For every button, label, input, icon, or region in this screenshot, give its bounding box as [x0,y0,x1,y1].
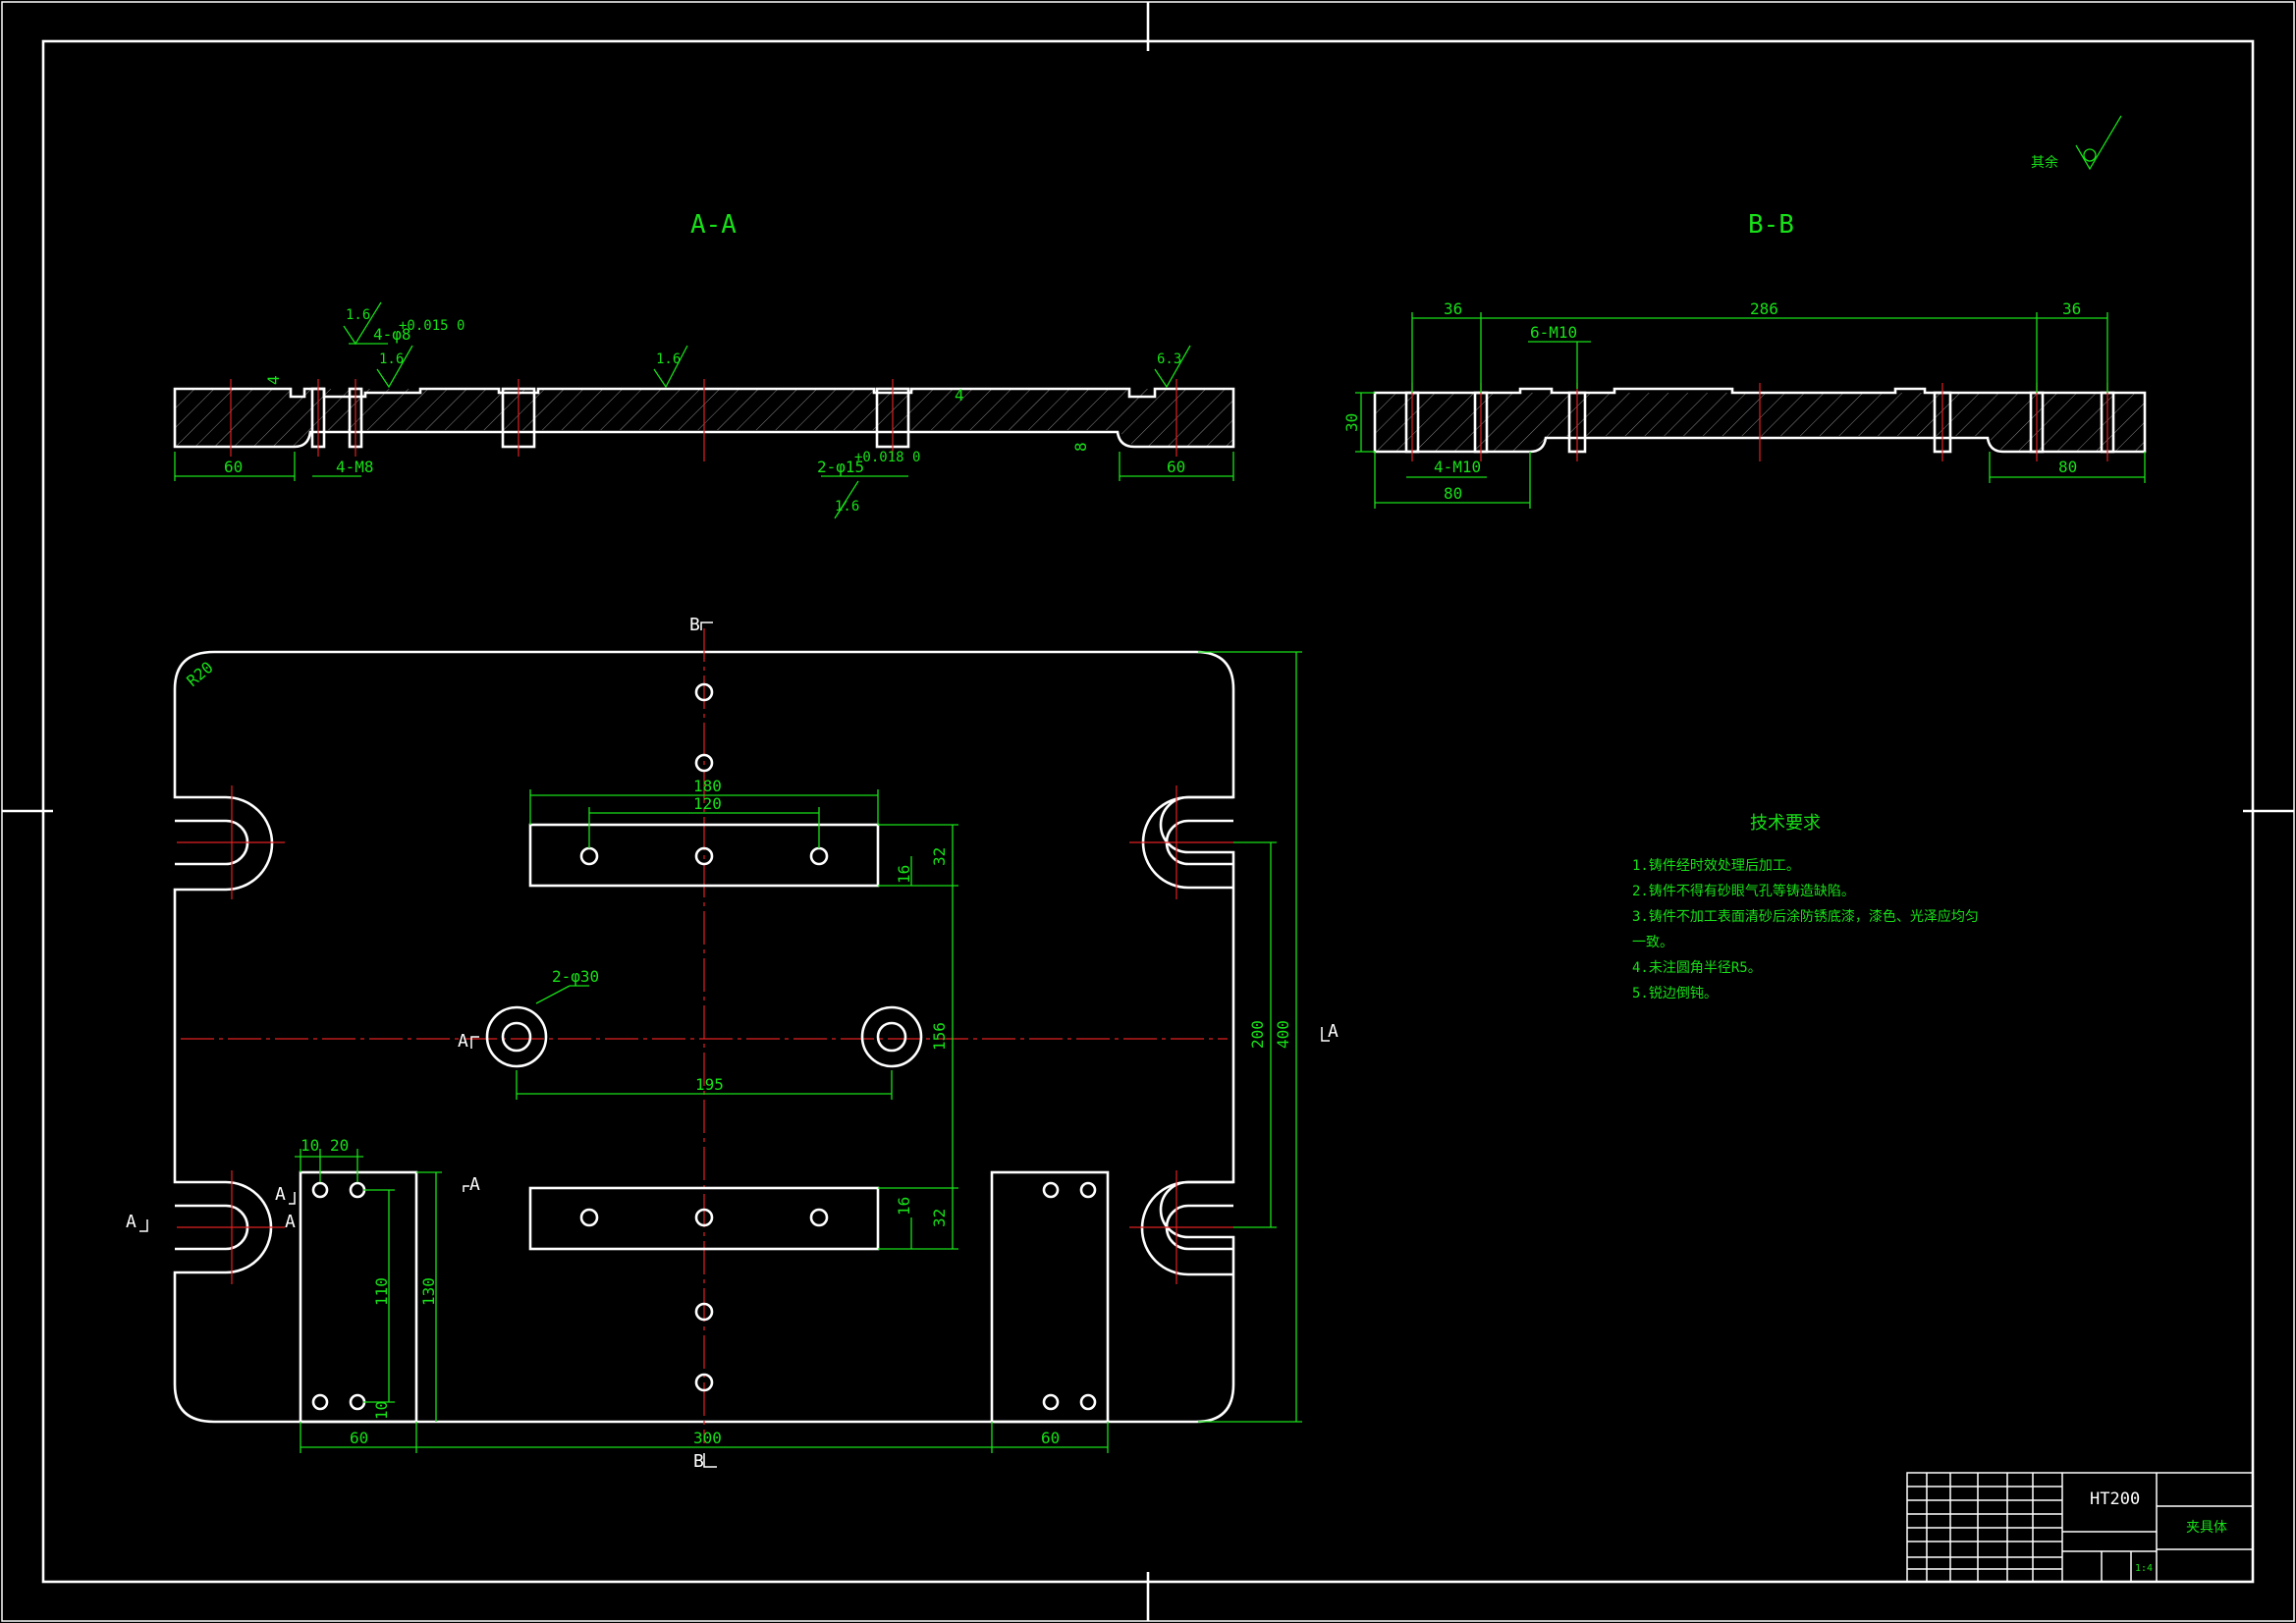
general-roughness-symbol: 其余 [2031,115,2122,171]
dim-bb-36-right: 36 [2062,299,2081,318]
title-scale: 1:4 [2135,1563,2153,1574]
dim-180: 180 [693,777,722,795]
dim-aa-pin-tol: +0.015 0 [399,318,465,334]
dim-60-left: 60 [350,1429,368,1447]
marker-b-bottom: B [693,1451,704,1472]
marker-a-right: A [1328,1021,1339,1042]
dim-195: 195 [695,1075,724,1094]
dim-aa-pin-hole: 4-φ8 [373,325,411,344]
dim-20: 20 [330,1136,349,1155]
dim-aa-left-60: 60 [224,458,243,476]
dim-300: 300 [693,1429,722,1447]
dim-aa-2phi15: 2-φ15 [817,458,864,476]
dim-130: 130 [419,1277,438,1306]
title-material: HT200 [2090,1489,2140,1509]
dim-bb-80-right: 80 [2058,458,2077,476]
dim-aa-depth-4b: 4 [955,386,964,405]
dim-200: 200 [1248,1020,1267,1049]
title-part-name: 夹具体 [2186,1520,2227,1536]
marker-a-block: A [275,1184,286,1205]
dim-60-right: 60 [1041,1429,1060,1447]
title-block: HT200 夹具体 1:4 [1906,1472,2254,1583]
roughness-aa-3: 1.6 [656,352,681,367]
tech-req-3: 3.铸件不加工表面清砂后涂防锈底漆，漆色、光泽应均匀 [1632,908,1979,925]
dim-120: 120 [693,794,722,813]
section-bb-title: B-B [1748,210,1794,240]
dim-32-top: 32 [930,847,949,866]
dim-aa-right-60: 60 [1167,458,1185,476]
roughness-general-label: 其余 [2031,154,2058,171]
dim-16-top: 16 [895,865,913,884]
tech-req-1: 1.铸件经时效处理后加工。 [1632,858,1800,874]
tech-req-3b: 一致。 [1632,935,1673,950]
dim-400: 400 [1274,1020,1292,1049]
dim-aa-bore-tol: +0.018 0 [854,450,920,465]
dim-aa-depth-4: 4 [264,375,283,385]
dim-bb-30: 30 [1342,413,1361,432]
tech-req-title: 技术要求 [1750,813,1821,834]
dim-r20: R20 [183,658,216,690]
dim-10: 10 [301,1136,319,1155]
dim-bb-286: 286 [1750,299,1778,318]
roughness-aa-2: 1.6 [379,352,404,367]
technical-requirements: 技术要求 1.铸件经时效处理后加工。 2.铸件不得有砂眼气孔等铸造缺陷。 3.铸… [1632,813,1979,1001]
dim-bb-4m10: 4-M10 [1434,458,1481,476]
dim-16-bot: 16 [895,1197,913,1216]
dim-bb-36-left: 36 [1444,299,1462,318]
tech-req-4: 4.未注圆角半径R5。 [1632,960,1762,976]
dim-bb-6m10: 6-M10 [1530,323,1577,342]
tech-req-2: 2.铸件不得有砂眼气孔等铸造缺陷。 [1632,883,1855,899]
marker-b-top: B [689,615,700,635]
tech-req-5: 5.锐边倒钝。 [1632,986,1718,1001]
roughness-aa-4: 6.3 [1157,352,1181,367]
marker-a-block2: A [469,1174,480,1195]
roughness-aa-5: 1.6 [835,499,859,514]
dim-32-bot: 32 [930,1209,949,1227]
section-a-a: A-A 60 60 4-M8 2-φ15 +0.018 0 4-φ8 +0 [173,210,1235,519]
marker-a-left2: A [285,1212,296,1232]
dim-bb-80-left: 80 [1444,484,1462,503]
dim-110: 110 [372,1277,391,1306]
section-b-b: B-B 36 286 36 6-M10 30 4-M10 [1342,210,2147,509]
roughness-aa-1: 1.6 [346,307,370,323]
marker-a-left: A [126,1212,137,1232]
marker-a-center: A [458,1031,468,1052]
dim-10-bot: 10 [372,1401,391,1420]
dim-aa-4m8: 4-M8 [336,458,374,476]
dim-156: 156 [930,1022,949,1051]
section-aa-title: A-A [690,210,737,240]
dim-phi30: 2-φ30 [552,967,599,986]
plan-view: R20 180 120 32 16 156 2-φ30 195 200 400 [126,615,1339,1472]
dim-aa-relief-8: 8 [1071,442,1090,452]
